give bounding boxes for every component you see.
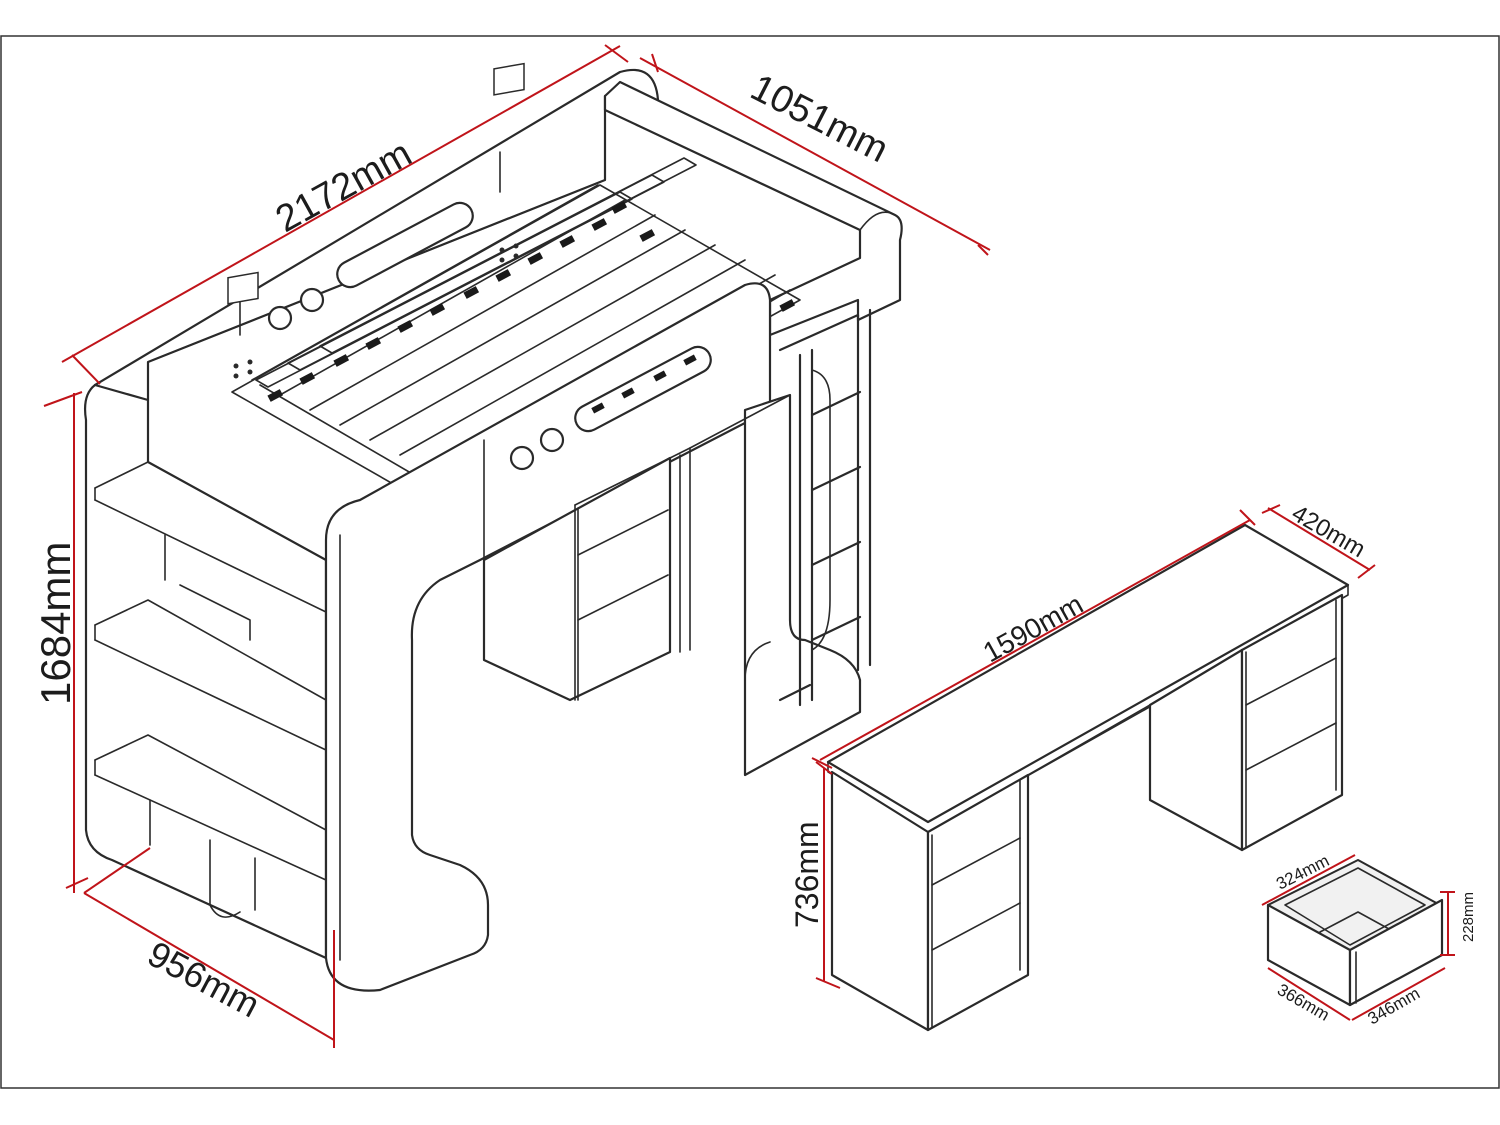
label-bed-depth: 956mm [141,933,266,1026]
side-panel-handle-slot [574,345,712,433]
diagram-border [0,35,1500,1089]
bed-head-end-panel [603,80,903,337]
bed-right-end-lower-panel [743,393,862,777]
dimension-lines [43,44,1455,1048]
back-panel-handle-slot [336,201,474,289]
hinge-plate-icon [227,271,259,379]
desk-illustration [826,523,1350,1032]
loft-bed-illustration [83,62,903,992]
desk-left-pedestal-front [926,773,1030,1032]
side-panel-handle-slot-slats [591,354,697,414]
label-desk-depth: 420mm [1287,500,1370,563]
under-bed-cabinet [482,456,672,702]
drawer-illustration [1266,859,1444,1007]
label-desk-height: 736mm [789,821,825,928]
bed-ladder [778,308,872,707]
bed-left-shelf-unit [83,383,328,960]
back-panel-hole [299,287,325,313]
side-panel-hole [539,427,565,453]
label-bed-height: 1684mm [32,542,79,705]
side-panel-hole [509,445,535,471]
bed-s-shaped-side-panel [324,282,772,992]
label-drawer-height: 228mm [1460,892,1477,942]
back-panel-hole [267,305,293,331]
desk-right-pedestal-front [1240,593,1344,852]
